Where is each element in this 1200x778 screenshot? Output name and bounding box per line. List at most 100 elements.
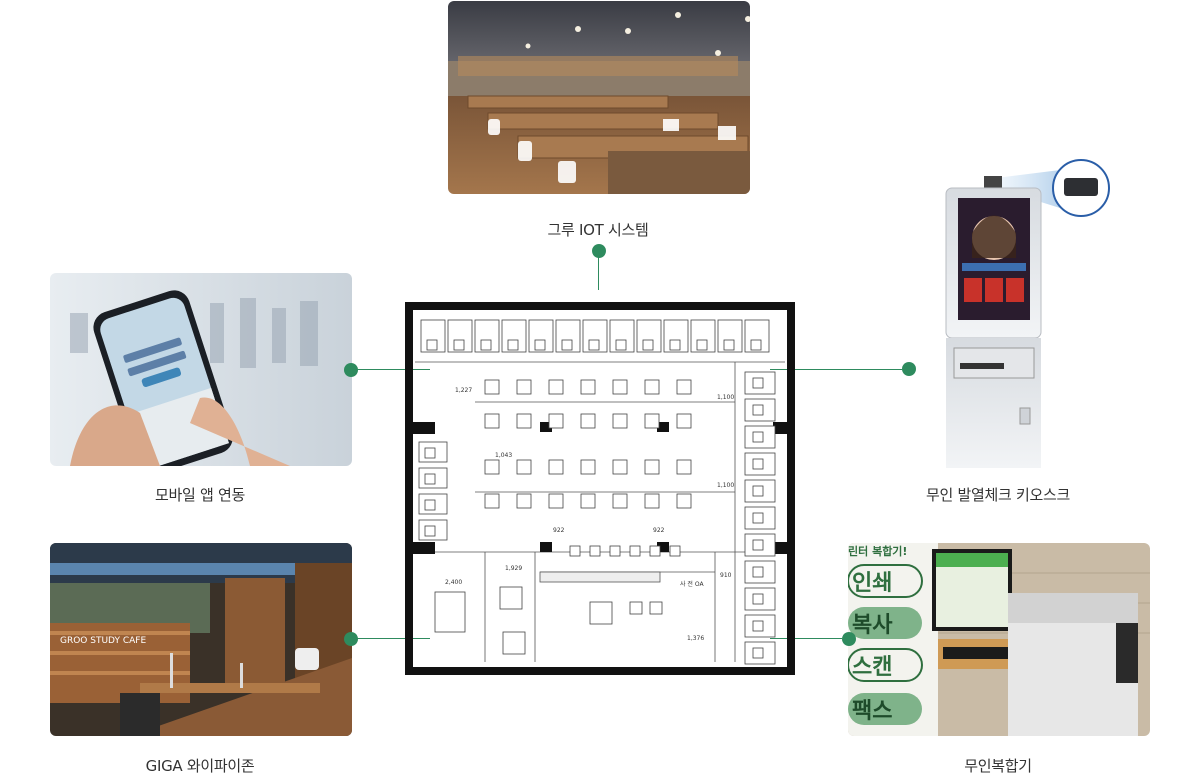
seat-block <box>669 339 681 351</box>
seat-block <box>644 413 660 429</box>
seat-block <box>612 413 628 429</box>
seat-block <box>484 413 500 429</box>
seat-block <box>612 459 628 475</box>
seat-block <box>752 485 764 497</box>
seat-block <box>588 339 600 351</box>
seat-block <box>502 631 526 655</box>
printer-caption: 무인복합기 <box>964 757 1032 775</box>
seat-block <box>589 545 601 557</box>
seat-block <box>580 379 596 395</box>
seat-block <box>501 319 527 353</box>
printer-connector-dot <box>842 632 856 646</box>
seat-block <box>750 339 762 351</box>
seat-block <box>534 339 546 351</box>
dim-label: 910 <box>720 572 732 579</box>
mobile-app-caption: 모바일 앱 연동 <box>155 486 245 504</box>
printer-sign-scan: 스캔 <box>852 655 892 680</box>
mobile-app-photo <box>50 273 352 466</box>
seat-block <box>424 447 436 459</box>
dim-label: 1,100 <box>717 482 734 489</box>
seat-block <box>484 493 500 509</box>
kiosk-caption: 무인 발열체크 키오스크 <box>926 486 1070 504</box>
seat-block <box>649 601 663 615</box>
printer-sign-fax: 팩스 <box>852 699 892 724</box>
seat-block <box>516 379 532 395</box>
seat-block <box>752 404 764 416</box>
lounge-sign: GROO STUDY CAFE <box>60 636 146 646</box>
dim-label: 922 <box>553 527 565 534</box>
seat-block <box>474 319 500 353</box>
seat-block <box>484 379 500 395</box>
seat-block <box>569 545 581 557</box>
seat-block <box>516 493 532 509</box>
wifi-zone-photo: GROO STUDY CAFE <box>50 543 352 736</box>
mobile-connector-line <box>356 369 430 370</box>
dim-label: 922 <box>653 527 665 534</box>
dim-label: 사 전 OA <box>680 580 704 588</box>
iot-system-photo <box>448 1 750 194</box>
seat-block <box>516 413 532 429</box>
seat-block <box>580 459 596 475</box>
seat-block <box>676 413 692 429</box>
seat-block <box>676 379 692 395</box>
seat-block <box>420 319 446 353</box>
seat-block <box>516 459 532 475</box>
seat-block <box>669 545 681 557</box>
dim-label: 1,100 <box>717 394 734 401</box>
seat-block <box>723 339 735 351</box>
seat-block <box>642 339 654 351</box>
seat-block <box>752 431 764 443</box>
seat-block <box>752 566 764 578</box>
seat-block <box>499 586 523 610</box>
seat-block <box>609 545 621 557</box>
seat-block <box>424 473 436 485</box>
seat-block <box>629 545 641 557</box>
kiosk-connector-line <box>770 369 902 370</box>
printer-connector-line <box>770 638 842 639</box>
seat-block <box>676 493 692 509</box>
seat-block <box>644 379 660 395</box>
seat-block <box>696 339 708 351</box>
seat-block <box>752 593 764 605</box>
seat-block <box>589 601 613 625</box>
seat-block <box>548 413 564 429</box>
seat-block <box>752 458 764 470</box>
seat-block <box>752 620 764 632</box>
seat-block <box>615 339 627 351</box>
kiosk-connector-dot <box>902 362 916 376</box>
floor-plan: 1,227 1,100 1,100 1,043 922 922 910 2,40… <box>405 302 795 675</box>
seat-block <box>480 339 492 351</box>
seat-block <box>612 493 628 509</box>
seat-block <box>676 459 692 475</box>
seat-block <box>561 339 573 351</box>
printer-sign-print: 인쇄 <box>852 571 892 596</box>
dim-label: 1,043 <box>495 452 512 459</box>
seat-block <box>580 493 596 509</box>
seat-block <box>752 377 764 389</box>
wifi-connector-line <box>356 638 430 639</box>
printer-sign-copy: 복사 <box>852 613 893 638</box>
dim-label: 2,400 <box>445 579 462 586</box>
seat-block <box>644 493 660 509</box>
seat-block <box>629 601 643 615</box>
seat-block <box>548 459 564 475</box>
seat-block <box>426 339 438 351</box>
wifi-zone-caption: GIGA 와이파이존 <box>145 757 255 775</box>
printer-sign-title: 린터 복합기! <box>848 544 907 558</box>
seat-block <box>609 319 635 353</box>
seat-block <box>548 493 564 509</box>
seat-block <box>434 591 466 633</box>
seat-block <box>752 539 764 551</box>
dim-label: 1,929 <box>505 565 522 572</box>
dim-label: 1,227 <box>455 387 472 394</box>
seat-block <box>752 647 764 659</box>
seat-block <box>580 413 596 429</box>
seat-block <box>644 459 660 475</box>
iot-connector-line <box>598 256 599 290</box>
seat-block <box>507 339 519 351</box>
seat-block <box>612 379 628 395</box>
seat-block <box>424 525 436 537</box>
iot-system-caption: 그루 IOT 시스템 <box>547 221 649 239</box>
iot-connector-dot <box>592 244 606 258</box>
kiosk-photo <box>938 158 1118 468</box>
